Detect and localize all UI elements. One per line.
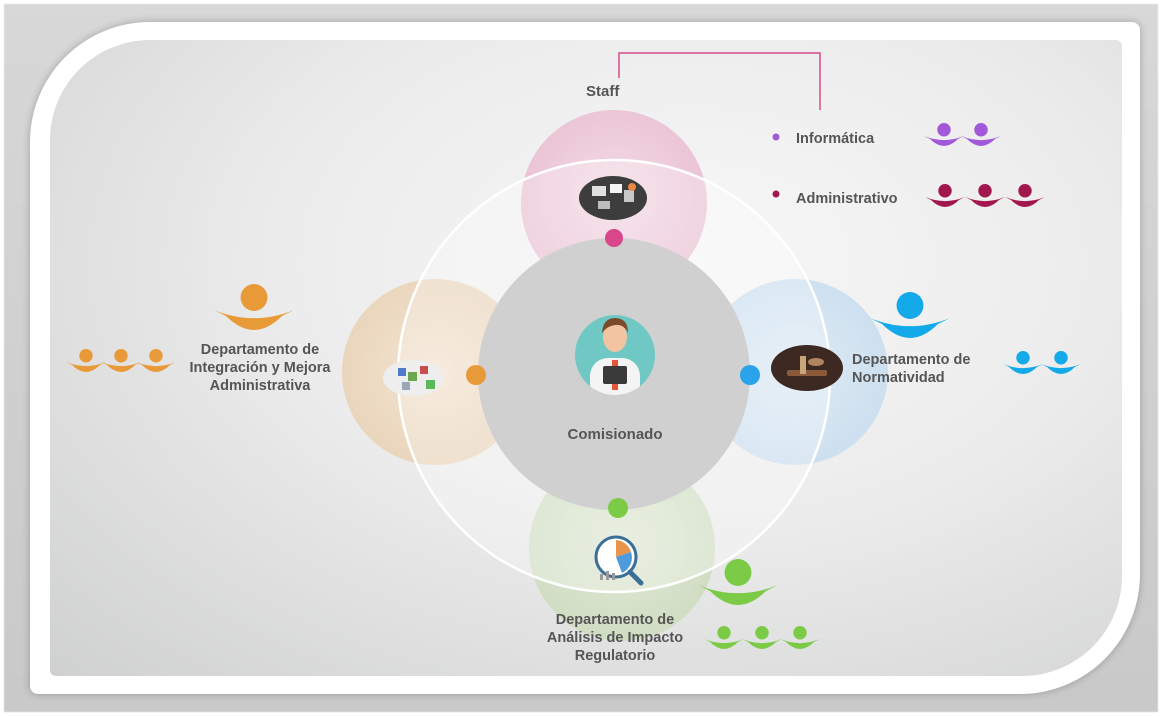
left-dept-line2: Integración y Mejora (189, 360, 331, 376)
left-dept-line1: Departamento de (200, 342, 320, 358)
right-dept-head-icon (870, 292, 950, 338)
puzzle-photo-icon (383, 360, 443, 396)
left-dept-people-icon (101, 349, 141, 372)
administrativo-people-icon (965, 184, 1005, 207)
right-dot (740, 365, 760, 385)
right-dept-people-icon (1003, 351, 1043, 374)
staff-photo-icon (579, 176, 647, 220)
staff-label: Staff (586, 83, 620, 100)
left-dept-people-icon (136, 349, 176, 372)
bottom-dept-line3: Regulatorio (574, 648, 656, 664)
left-dot (466, 365, 486, 385)
informatica-bullet (772, 133, 780, 141)
right-dept-line2: Normatividad (852, 370, 945, 386)
left-dept-label: Departamento de Integración y Mejora Adm… (180, 341, 340, 395)
left-dept-line3: Administrativa (209, 378, 311, 394)
bottom-dept-people-icon (704, 626, 744, 649)
bottom-dept-line1: Departamento de (555, 612, 675, 628)
commissioner-icon (575, 315, 655, 395)
center-label: Comisionado (567, 426, 663, 443)
right-dept-people-icon (1041, 351, 1081, 374)
administrativo-people-icon (1005, 184, 1045, 207)
informatica-people-icon (924, 123, 964, 146)
gavel-photo-icon (771, 345, 843, 391)
left-dept-head-icon (214, 284, 294, 330)
administrativo-label: Administrativo (796, 191, 898, 207)
right-dept-label: Departamento de Normatividad (852, 351, 970, 387)
bottom-dot (608, 498, 628, 518)
left-dept-people-icon (66, 349, 106, 372)
informatica-label: Informática (796, 131, 875, 147)
informatica-people-icon (961, 123, 1001, 146)
administrativo-bullet (772, 190, 780, 198)
bottom-dept-people-icon (780, 626, 820, 649)
chart-magnifier-icon (594, 535, 644, 586)
staff-connector-line (618, 52, 821, 110)
staff-dot (605, 229, 623, 247)
bottom-dept-line2: Análisis de Impacto (546, 630, 684, 646)
bottom-dept-people-icon (742, 626, 782, 649)
right-dept-line1: Departamento de (852, 352, 971, 368)
administrativo-people-icon (925, 184, 965, 207)
bottom-dept-head-icon (698, 559, 778, 605)
bottom-dept-label: Departamento de Análisis de Impacto Regu… (540, 611, 690, 665)
